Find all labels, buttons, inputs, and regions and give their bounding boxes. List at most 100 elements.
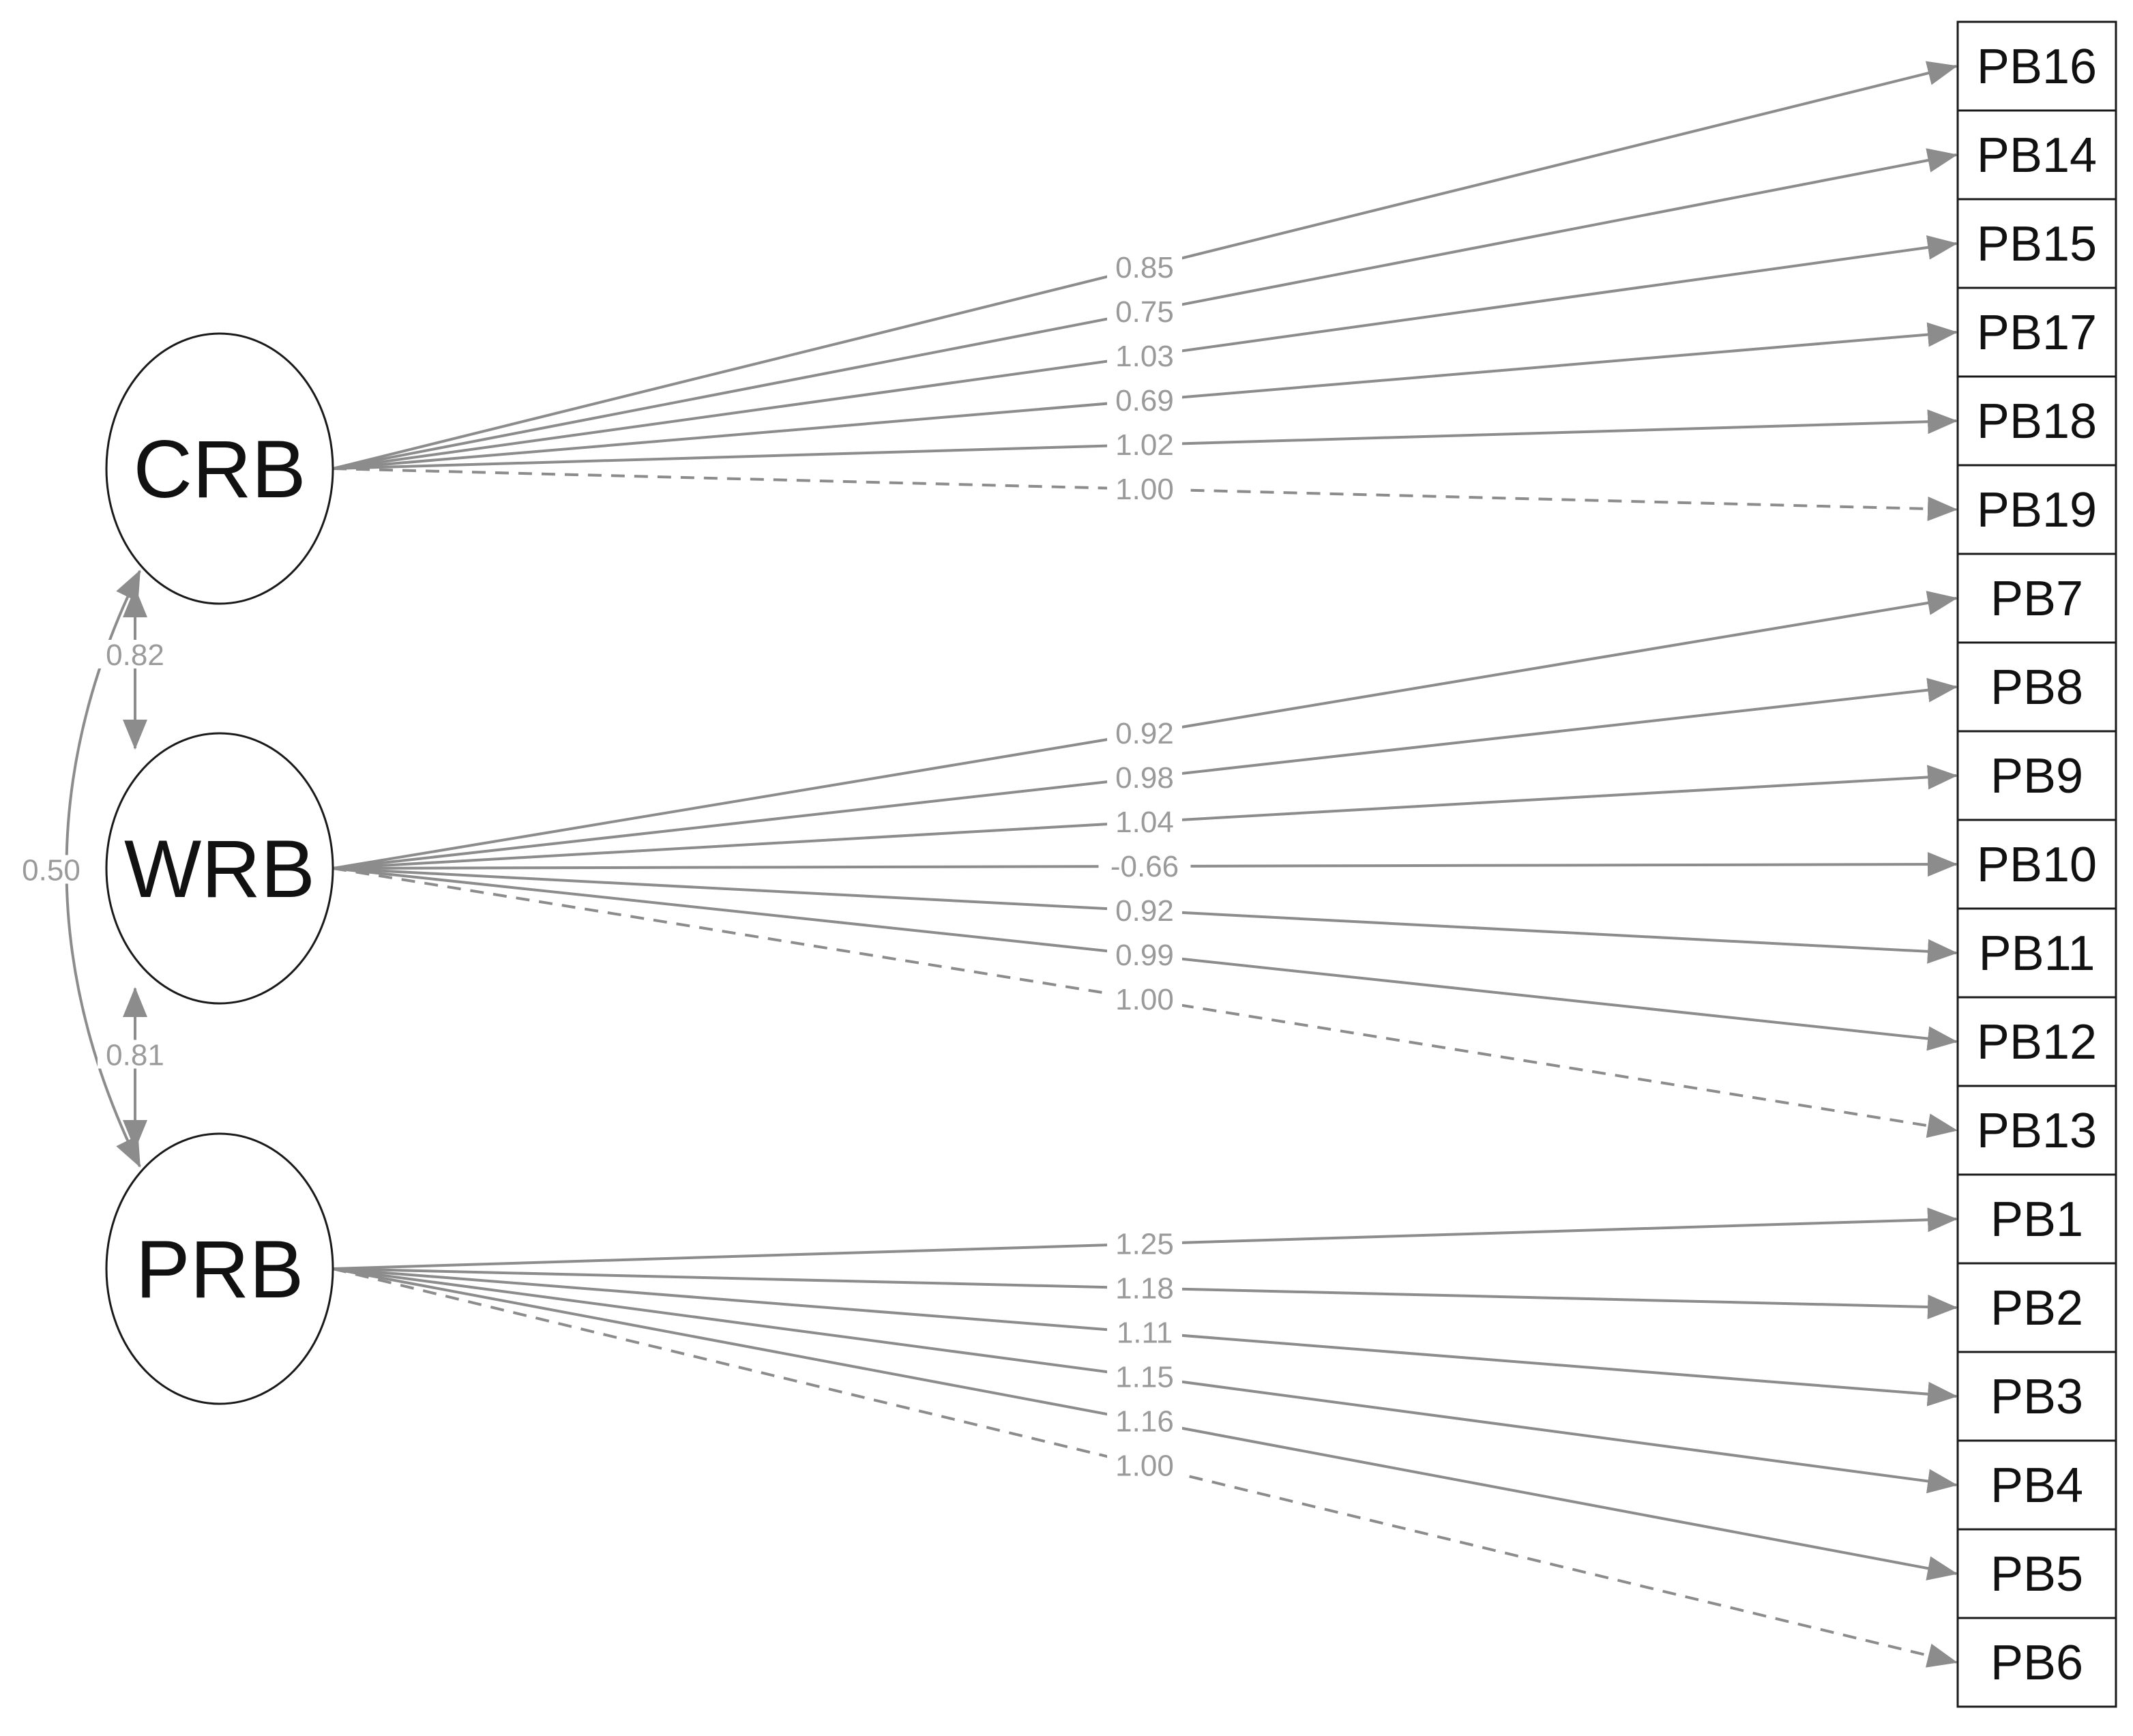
latent-label: PRB bbox=[136, 1224, 304, 1315]
indicator-box bbox=[1956, 907, 2117, 999]
indicator-label: PB13 bbox=[1977, 1104, 2097, 1158]
loading-label-bg bbox=[1107, 387, 1182, 414]
covariance-label-bg bbox=[14, 855, 89, 884]
indicator-box bbox=[1956, 464, 2117, 555]
covariance-label-bg bbox=[98, 640, 173, 668]
indicator-label: PB15 bbox=[1977, 217, 2097, 271]
loading-label-pb10: -0.66 bbox=[1110, 850, 1179, 883]
indicator-label: PB18 bbox=[1977, 394, 2097, 449]
indicator-box bbox=[1956, 819, 2117, 910]
loading-label-bg bbox=[1107, 1319, 1182, 1347]
loading-label-bg bbox=[1107, 1363, 1182, 1391]
loading-label-pb3: 1.11 bbox=[1117, 1316, 1173, 1350]
loading-label-pb16: 0.85 bbox=[1115, 251, 1174, 284]
edge-labels-layer: 0.85 0.75 1.03 0.69 1.02 1.00 0.92 0.98 1.04 -0.6… bbox=[14, 251, 1191, 1483]
loading-label-pb6: 1.00 bbox=[1115, 1450, 1174, 1483]
loading-label-pb17: 0.69 bbox=[1115, 384, 1174, 417]
indicator-box bbox=[1956, 1439, 2117, 1531]
loading-label-pb2: 1.18 bbox=[1115, 1272, 1174, 1306]
indicator-node-pb12: PB12 bbox=[1956, 996, 2117, 1087]
loading-label-bg bbox=[1107, 475, 1182, 503]
loading-label-bg bbox=[1107, 808, 1182, 836]
indicator-node-pb11: PB11 bbox=[1956, 907, 2117, 999]
indicator-label: PB4 bbox=[1990, 1458, 2083, 1513]
indicator-node-pb10: PB10 bbox=[1956, 819, 2117, 910]
indicator-label: PB9 bbox=[1990, 749, 2083, 804]
loading-label-bg bbox=[1107, 431, 1182, 458]
loading-label-pb19: 1.00 bbox=[1115, 473, 1174, 506]
latent-ellipse bbox=[105, 332, 334, 605]
indicator-node-pb3: PB3 bbox=[1956, 1351, 2117, 1442]
loading-label-pb9: 1.04 bbox=[1115, 806, 1174, 839]
latent-node-prb: PRB bbox=[105, 1132, 334, 1405]
loading-label-pb5: 1.16 bbox=[1115, 1405, 1174, 1439]
indicator-node-pb9: PB9 bbox=[1956, 730, 2117, 821]
loading-label-pb15: 1.03 bbox=[1115, 340, 1174, 373]
indicator-node-pb18: PB18 bbox=[1956, 375, 2117, 467]
indicator-label: PB11 bbox=[1979, 926, 2095, 981]
indicator-label: PB12 bbox=[1977, 1015, 2097, 1070]
indicator-node-pb15: PB15 bbox=[1956, 198, 2117, 289]
latent-label: CRB bbox=[133, 424, 306, 515]
nodes-layer: CRB WRB PRB PB16PB14PB15PB17PB18PB19PB7PB8P… bbox=[105, 20, 2117, 1708]
indicator-node-pb13: PB13 bbox=[1956, 1085, 2117, 1176]
latent-node-crb: CRB bbox=[105, 332, 334, 605]
loading-label-pb13: 1.00 bbox=[1115, 983, 1174, 1016]
indicator-label: PB14 bbox=[1977, 128, 2097, 183]
indicator-node-pb1: PB1 bbox=[1956, 1173, 2117, 1265]
latent-node-wrb: WRB bbox=[105, 732, 334, 1005]
loading-label-pb8: 0.98 bbox=[1115, 761, 1174, 795]
loading-label-bg bbox=[1107, 764, 1182, 791]
covariance-label-crb-wrb: 0.82 bbox=[106, 638, 164, 672]
latent-ellipse bbox=[105, 1132, 334, 1405]
loading-label-pb14: 0.75 bbox=[1115, 295, 1174, 329]
loading-label-bg bbox=[1107, 720, 1182, 747]
loading-label-bg bbox=[1107, 897, 1182, 924]
indicator-node-pb8: PB8 bbox=[1956, 641, 2117, 733]
indicator-label: PB3 bbox=[1990, 1370, 2083, 1424]
loading-label-pb12: 0.99 bbox=[1115, 939, 1174, 972]
loading-label-bg bbox=[1107, 254, 1182, 281]
edges-layer bbox=[65, 61, 1958, 1668]
indicator-label: PB6 bbox=[1990, 1636, 2083, 1690]
indicator-box bbox=[1956, 1617, 2117, 1708]
indicator-label: PB16 bbox=[1977, 40, 2097, 94]
indicator-box bbox=[1956, 1173, 2117, 1265]
indicator-node-pb5: PB5 bbox=[1956, 1528, 2117, 1619]
indicator-box bbox=[1956, 1085, 2117, 1176]
indicator-label: PB7 bbox=[1990, 572, 2083, 626]
loading-label-bg bbox=[1107, 1274, 1182, 1302]
loading-label-pb18: 1.02 bbox=[1115, 428, 1174, 462]
covariance-label-bg bbox=[98, 1040, 173, 1069]
loading-label-bg bbox=[1107, 298, 1182, 325]
indicator-label: PB8 bbox=[1990, 660, 2083, 715]
loading-label-pb1: 1.25 bbox=[1115, 1228, 1174, 1261]
loading-label-bg bbox=[1107, 1452, 1182, 1480]
indicator-node-pb16: PB16 bbox=[1956, 20, 2117, 112]
loading-label-bg bbox=[1107, 1230, 1182, 1258]
indicator-node-pb4: PB4 bbox=[1956, 1439, 2117, 1531]
indicator-label: PB5 bbox=[1990, 1547, 2083, 1602]
loading-label-bg bbox=[1107, 1407, 1182, 1435]
indicator-node-pb19: PB19 bbox=[1956, 464, 2117, 555]
indicator-label: PB19 bbox=[1977, 483, 2097, 538]
indicator-box bbox=[1956, 1351, 2117, 1442]
indicator-node-pb7: PB7 bbox=[1956, 553, 2117, 644]
loading-label-bg bbox=[1107, 986, 1182, 1013]
loading-label-bg bbox=[1107, 941, 1182, 969]
indicator-box bbox=[1956, 1528, 2117, 1619]
covariance-label-wrb-prb: 0.81 bbox=[106, 1039, 164, 1072]
loading-label-pb7: 0.92 bbox=[1115, 717, 1174, 750]
indicator-node-pb2: PB2 bbox=[1956, 1262, 2117, 1353]
indicator-label: PB1 bbox=[1990, 1192, 2083, 1247]
loading-label-bg bbox=[1098, 853, 1191, 880]
indicator-box bbox=[1956, 553, 2117, 644]
indicator-label: PB17 bbox=[1977, 306, 2097, 360]
loading-label-pb4: 1.15 bbox=[1115, 1361, 1174, 1394]
covariance-label-crb-prb: 0.50 bbox=[22, 854, 80, 887]
indicator-box bbox=[1956, 641, 2117, 733]
indicator-label: PB10 bbox=[1977, 838, 2097, 892]
latent-label: WRB bbox=[124, 823, 315, 915]
indicator-label: PB2 bbox=[1990, 1281, 2083, 1336]
